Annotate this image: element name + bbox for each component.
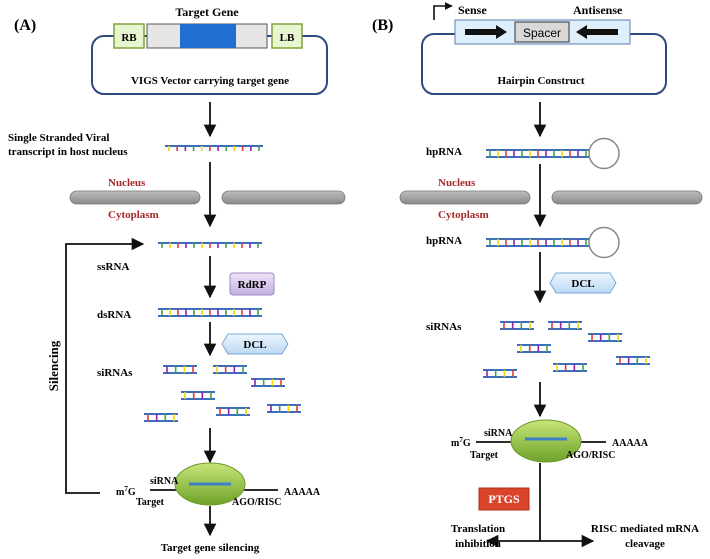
ssrna-strand (158, 242, 262, 248)
sirna-duplex-b5 (616, 356, 650, 365)
cytoplasm-label-a: Cytoplasm (108, 209, 159, 221)
sirna-duplex-a6 (144, 413, 178, 422)
panel-b: (B) Spacer Sense Antisense Hairpin Const… (372, 2, 703, 550)
sirna-label-risc-b: siRNA (484, 428, 513, 439)
sirna-duplex-a3 (251, 378, 285, 387)
antisense-arrow-icon (576, 25, 618, 39)
spacer-box (514, 21, 570, 43)
promoter-arrow (433, 2, 453, 20)
target-label-a: Target (136, 497, 165, 508)
ss-viral-transcript (165, 145, 263, 151)
rdrp-label: RdRP (238, 279, 267, 291)
cytoplasm-label-b: Cytoplasm (438, 209, 489, 221)
ago-risc-label-a: AGO/RISC (232, 497, 281, 508)
risc-cleavage-line2: cleavage (625, 538, 665, 550)
panel-a: (A) Target Gene RB LB VIGS Vector carryi… (8, 5, 346, 554)
sirnas-label-b: siRNAs (426, 321, 462, 333)
sirna-duplex-a5 (267, 404, 301, 413)
nuclear-membrane-left-a (69, 190, 201, 205)
dsrna-label: dsRNA (97, 309, 131, 321)
nucleus-label-b: Nucleus (438, 177, 476, 189)
sirna-label-risc-a: siRNA (150, 476, 179, 487)
sirna-duplex-b6 (483, 369, 517, 378)
dcl-label-b: DCL (571, 278, 594, 290)
target-gene-silencing-label: Target gene silencing (161, 542, 260, 554)
viral-transcript-label-line1: Single Stranded Viral (8, 132, 109, 144)
sirna-duplex-a4 (181, 391, 215, 400)
rb-box (113, 23, 145, 49)
m7g-main-b: m (451, 438, 460, 449)
target-gene-label: Target Gene (175, 5, 239, 19)
hprna-cytoplasm (486, 226, 620, 259)
m7g-label-a: m7G (116, 485, 136, 498)
m7g-sup-b: 7 (459, 436, 463, 444)
m7g-end-b: G (463, 438, 471, 449)
translation-inhibition-line1: Translation (451, 523, 505, 535)
m7g-label-b: m7G (451, 436, 471, 449)
sense-label: Sense (458, 3, 487, 17)
hprna-nucleus (486, 137, 620, 170)
nuclear-membrane-left-b (399, 190, 531, 205)
sirna-duplex-b3 (588, 333, 622, 342)
hprna-label-cytoplasm: hpRNA (426, 235, 462, 247)
dcl-box-a (221, 333, 289, 355)
sirna-duplex-b7 (553, 363, 587, 372)
silencing-feedback-arrow (65, 237, 145, 494)
risc-cleavage-line1: RISC mediated mRNA (591, 523, 699, 535)
hairpin-loop (588, 226, 620, 259)
target-label-b: Target (470, 450, 499, 461)
sirnas-label-a: siRNAs (97, 367, 133, 379)
sirna-duplex-b2 (548, 321, 582, 330)
sirna-duplex-b4 (517, 344, 551, 353)
silencing-label: Silencing (46, 340, 61, 391)
dsrna-strand (158, 308, 262, 317)
ptgs-box (478, 487, 530, 511)
m7g-end-a: G (128, 487, 136, 498)
vigs-vector-caption: VIGS Vector carrying target gene (131, 75, 289, 87)
sirna-duplex-b1 (500, 321, 534, 330)
hairpin-construct-caption: Hairpin Construct (497, 75, 584, 87)
lb-box (271, 23, 303, 49)
nucleus-label-a: Nucleus (108, 177, 146, 189)
sirna-duplex-a7 (216, 407, 250, 416)
spacer-label: Spacer (523, 26, 561, 40)
sense-arrow-icon (465, 25, 507, 39)
rdrp-box (229, 272, 275, 296)
sirna-duplex-a2 (213, 365, 247, 374)
ssrna-label: ssRNA (97, 261, 129, 273)
hprna-label-nucleus: hpRNA (426, 146, 462, 158)
m7g-main-a: m (116, 487, 125, 498)
ptgs-label: PTGS (488, 492, 520, 506)
panel-b-label: (B) (372, 17, 393, 34)
rb-label: RB (121, 32, 137, 44)
translation-inhibition-line2: inhibition (455, 538, 501, 550)
poly-a-label-a: AAAAA (284, 487, 321, 498)
dcl-box-b (549, 272, 617, 294)
nuclear-membrane-right-a (221, 190, 346, 205)
target-gene-block (180, 24, 236, 48)
hairpin-loop (588, 137, 620, 170)
dcl-label-a: DCL (243, 339, 266, 351)
lb-label: LB (280, 32, 295, 44)
ago-risc-label-b: AGO/RISC (566, 450, 615, 461)
antisense-label: Antisense (573, 3, 623, 17)
m7g-sup-a: 7 (124, 485, 128, 493)
nuclear-membrane-right-b (551, 190, 703, 205)
sirna-duplex-a1 (163, 365, 197, 374)
ago-risc-complex-b (510, 419, 582, 463)
poly-a-label-b: AAAAA (612, 438, 649, 449)
viral-transcript-label-line2: transcript in host nucleus (8, 146, 128, 158)
panel-a-label: (A) (14, 17, 36, 34)
